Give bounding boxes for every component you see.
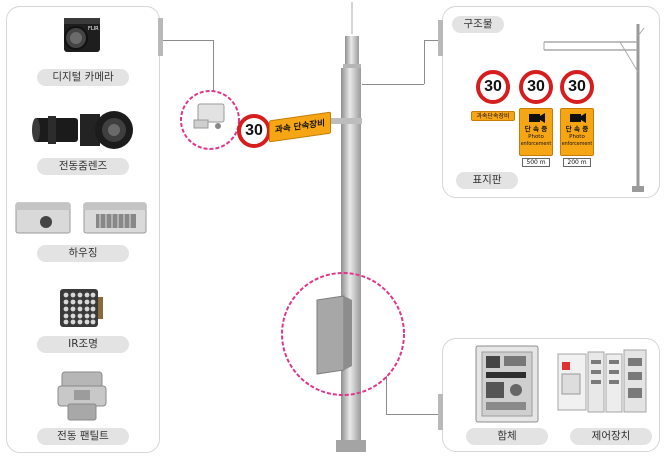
camera-icon [570,113,586,123]
pole-speed-limit-sign: 30 [237,114,271,148]
connector-line [163,40,213,41]
structure-sign-1-plate-text: 과속단속장비 [476,113,510,120]
label-ir-illuminator: IR조명 [37,336,129,353]
digital-camera-image: FLIR [64,18,100,52]
ir-illuminator-image [60,289,103,327]
structure-sign-3-title: 단 속 중 [565,125,589,133]
connector-line [424,40,438,41]
structure-sign-3-line2: enforcement [561,142,593,147]
svg-text:FLIR: FLIR [88,26,99,32]
connector-line [362,84,424,85]
label-pan-tilt: 전동 팬틸트 [37,428,129,445]
structure-sign-2-title: 단 속 중 [524,125,548,133]
label-enclosure: 함체 [466,428,548,445]
enclosure-cabinet-image [475,345,539,423]
camera-housing-image [15,202,147,234]
panel-connector-tab [158,18,163,56]
control-device-image [557,349,647,413]
label-zoom-lens: 전동줌렌즈 [37,158,129,175]
structure-sign-3-board: 단 속 중 Photo enforcement [560,108,594,156]
gantry-structure-image [543,24,645,192]
structure-speed-sign-3: 30 [560,70,594,104]
speed-camera-pole [180,2,405,452]
structure-panel [442,6,660,198]
connector-line [424,40,425,84]
structure-speed-sign-2: 30 [519,70,553,104]
structure-sign-2-line2: enforcement [520,142,552,147]
connector-line [386,376,387,414]
structure-sign-2-line1: Photo [528,134,544,140]
label-digital-camera: 디지털 카메라 [37,69,129,86]
label-housing: 하우징 [37,245,129,262]
label-signboard: 표지판 [456,172,518,189]
zoom-lens-image [32,111,133,149]
structure-speed-sign-1: 30 [476,70,510,104]
connector-line [213,40,214,92]
camera-icon [529,113,545,123]
label-structure: 구조물 [452,16,504,33]
connector-line [386,414,438,415]
structure-sign-3-line1: Photo [569,134,585,140]
panel-connector-tab [438,20,443,56]
structure-sign-2-board: 단 속 중 Photo enforcement [519,108,553,156]
structure-sign-2-distance: 500 m [522,158,550,167]
label-control-device: 제어장치 [570,428,652,445]
panel-connector-tab [438,394,443,430]
structure-sign-3-distance: 200 m [563,158,591,167]
pan-tilt-image [57,371,107,421]
structure-sign-1-plate: 과속단속장비 [471,111,515,121]
